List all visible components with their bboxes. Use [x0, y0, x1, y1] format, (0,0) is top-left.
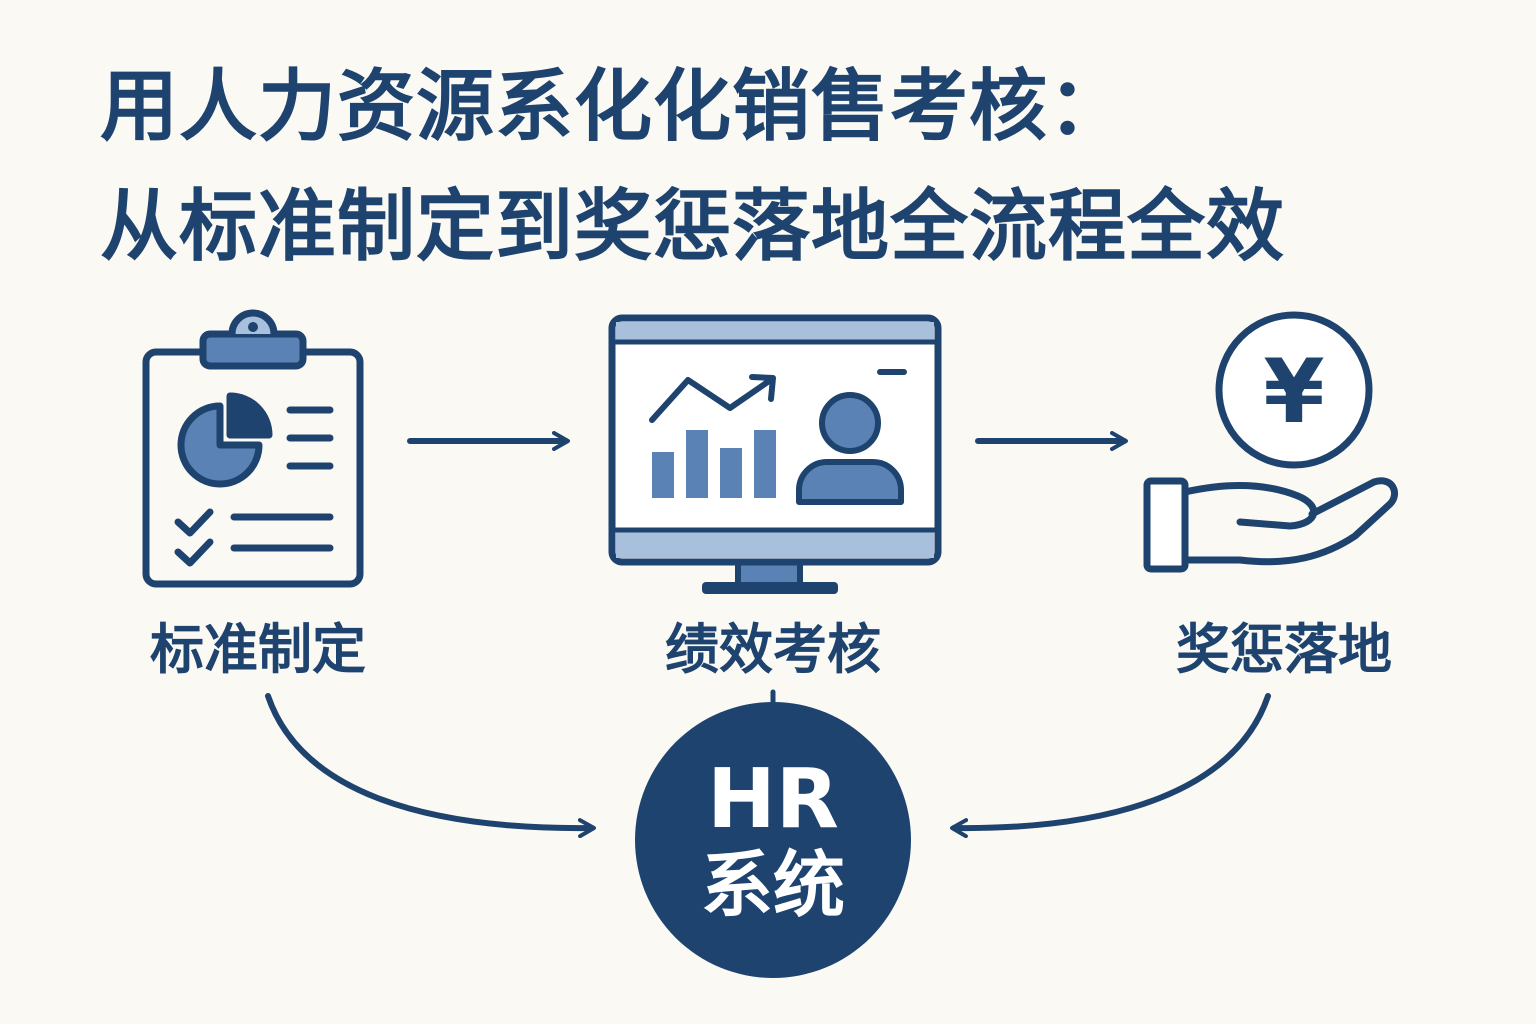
page-title-line-2: 从标准制定到奖惩落地全流程全效 [100, 182, 1286, 272]
person-icon [796, 392, 904, 505]
page-title-line-1: 用人力资源系化化销售考核： [100, 62, 1128, 152]
stage-label-rewards: 奖惩落地 [1176, 618, 1392, 681]
stage-label-standards: 标准制定 [150, 618, 366, 681]
hr-system-hub: HR 系统 [635, 702, 911, 978]
yuan-symbol: ¥ [1263, 340, 1324, 443]
curve-arrow-right [950, 693, 1271, 839]
clipboard-chart-icon [142, 309, 364, 588]
stage-label-assessment: 绩效考核 [665, 618, 881, 681]
curve-arrow-left [265, 693, 596, 839]
monitor-analytics-icon [608, 314, 942, 594]
hand-yuan-coin-icon: ¥ [1143, 311, 1398, 573]
hub-label-hr: HR [707, 752, 839, 847]
hub-label-system: 系统 [701, 843, 845, 927]
